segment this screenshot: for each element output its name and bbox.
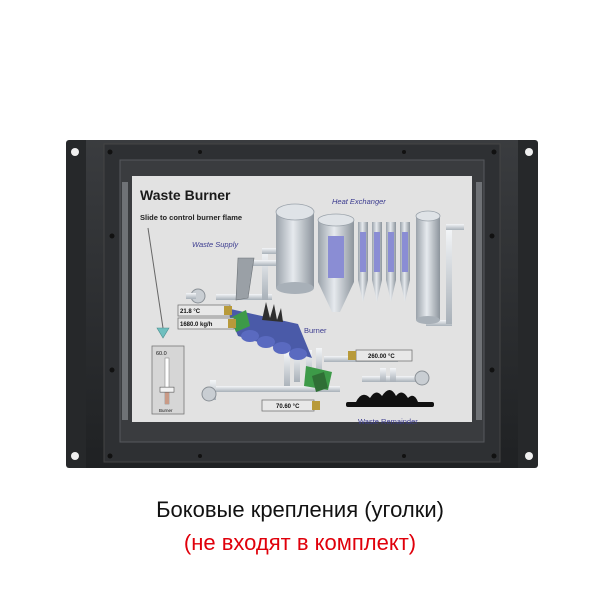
slider-fill <box>165 389 169 404</box>
temp-right-value: 260.00 °C <box>368 354 395 360</box>
mount-hole-icon <box>71 148 79 156</box>
right-mount-ear <box>512 140 538 468</box>
mount-hole-icon <box>525 452 533 460</box>
slider-thumb[interactable] <box>159 386 175 393</box>
instruction-text: Slide to control burner flame <box>140 213 242 222</box>
caption-main: Боковые крепления (уголки) <box>156 497 444 522</box>
temp-bottom-readout: 70.60 °C <box>261 399 320 412</box>
valve-icon <box>414 370 430 386</box>
caption-note: (не входят в комплект) <box>183 530 417 555</box>
slider-value-label: 60.0 <box>156 351 167 357</box>
guide-arrow-icon <box>147 227 170 339</box>
monitor-frame: Waste Burner Slide to control burner fla… <box>66 140 538 468</box>
heat-exchanger-tank <box>317 213 355 312</box>
bezel-screws <box>107 149 497 459</box>
burner-flame-slider[interactable]: 60.0 Burner <box>151 345 185 415</box>
temp-bottom-value: 70.60 °C <box>276 404 300 410</box>
hmi-title: Waste Burner <box>140 187 231 203</box>
mount-hole-icon <box>71 452 79 460</box>
waste-remainder-conveyor <box>346 390 434 407</box>
valve-icon <box>186 288 206 304</box>
flow-value: 1680.0 kg/h <box>180 322 213 328</box>
waste-supply-label: Waste Supply <box>192 240 239 249</box>
temp-right-readout: 260.00 °C <box>348 349 413 362</box>
temp-left-readout: 21.8 °C <box>177 304 232 317</box>
boiler-tank <box>275 203 315 294</box>
slider-caption: Burner <box>159 408 173 413</box>
waste-supply-hopper <box>235 257 255 301</box>
waste-remainder-label: Waste Remainder <box>358 417 418 426</box>
burner-label: Burner <box>304 326 327 335</box>
exchanger-tubes <box>358 222 410 302</box>
temp-left-value: 21.8 °C <box>180 309 201 315</box>
left-mount-ear <box>66 140 92 468</box>
valve-icon <box>201 386 217 402</box>
tall-tank <box>415 210 441 324</box>
heat-exchanger-label: Heat Exchanger <box>332 197 386 206</box>
burner-grate <box>226 302 332 392</box>
mount-hole-icon <box>525 148 533 156</box>
flow-readout: 1680.0 kg/h <box>177 317 236 330</box>
